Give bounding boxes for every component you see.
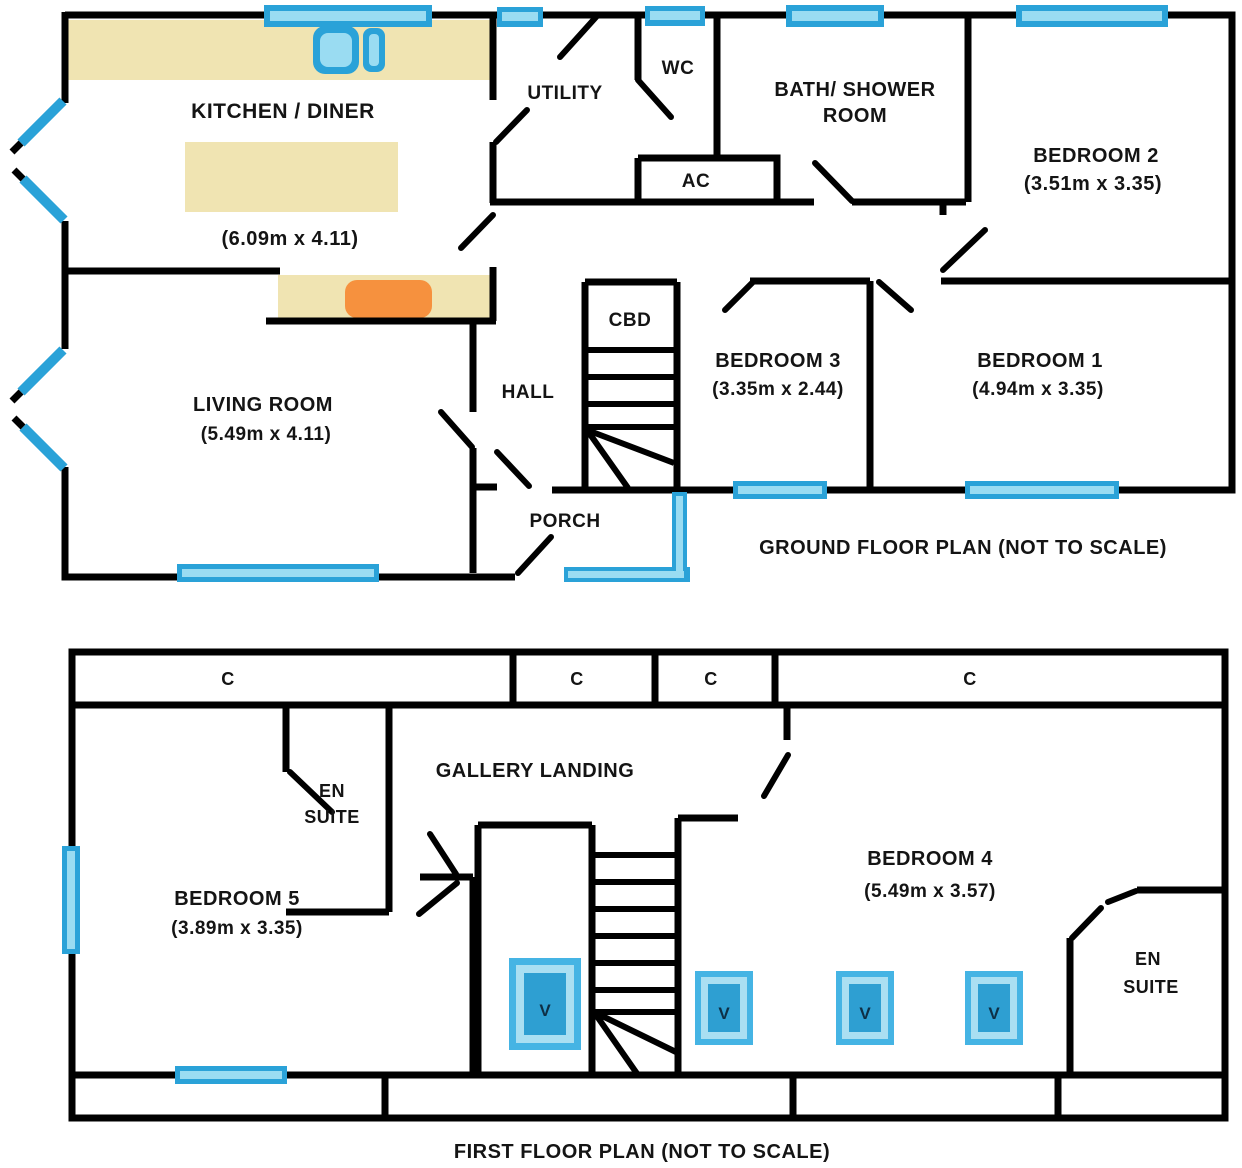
velux-window-1: V <box>509 958 581 1050</box>
stair-winders <box>584 427 676 490</box>
velux-window-4: V <box>965 971 1023 1045</box>
bedroom3-label: BEDROOM 3 <box>715 350 841 372</box>
ensuite4-label-line2: SUITE <box>1123 977 1179 997</box>
closet-label-1: C <box>221 669 235 689</box>
velux-label: V <box>859 1004 871 1023</box>
ground-floor: KITCHEN / DINER (6.09m x 4.11) UTILITY W… <box>9 5 1236 582</box>
utility-label: UTILITY <box>527 83 602 104</box>
velux-windows: V V V V <box>509 958 1023 1050</box>
bedroom4-dims: (5.49m x 3.57) <box>864 881 996 902</box>
ground-inner-walls <box>62 15 1232 573</box>
velux-label: V <box>988 1004 1000 1023</box>
first-staircase <box>591 852 678 1077</box>
first-stair-treads <box>592 852 678 1015</box>
kitchen-sink-icon <box>313 26 385 74</box>
first-floor: V V V V C C C C <box>62 648 1229 1163</box>
ensuite5-label-line1: EN <box>319 781 345 801</box>
first-floor-title: FIRST FLOOR PLAN (NOT TO SCALE) <box>454 1141 830 1163</box>
kitchen-bay-window <box>17 97 68 224</box>
living-room-label: LIVING ROOM <box>193 394 333 416</box>
kitchen-counters <box>68 20 493 319</box>
gallery-landing-label: GALLERY LANDING <box>436 760 635 782</box>
closet-label-2: C <box>570 669 584 689</box>
bedroom1-label: BEDROOM 1 <box>977 350 1103 372</box>
kitchen-island <box>185 142 398 212</box>
living-bay-window <box>17 346 68 472</box>
ensuite4-label-line1: EN <box>1135 949 1161 969</box>
ground-floor-title: GROUND FLOOR PLAN (NOT TO SCALE) <box>759 537 1167 559</box>
velux-label: V <box>539 1001 551 1020</box>
velux-label: V <box>718 1004 730 1023</box>
ground-outer-walls <box>61 11 1236 581</box>
bay-windows <box>9 97 68 472</box>
wc-label: WC <box>662 58 695 79</box>
living-room-dims: (5.49m x 4.11) <box>201 424 332 445</box>
ac-label: AC <box>682 171 710 192</box>
bath-label-line2: ROOM <box>823 105 887 127</box>
hall-label: HALL <box>502 382 555 403</box>
bedroom2-label: BEDROOM 2 <box>1033 145 1159 167</box>
ensuite5-label-line2: SUITE <box>304 807 360 827</box>
first-inner-walls <box>72 652 1225 1118</box>
bedroom4-label: BEDROOM 4 <box>867 848 993 870</box>
velux-window-2: V <box>695 971 753 1045</box>
first-windows <box>62 846 287 1084</box>
porch-label: PORCH <box>529 511 600 532</box>
kitchen-label: KITCHEN / DINER <box>191 100 375 123</box>
ground-door-leaves <box>438 13 988 576</box>
first-door-leaves <box>287 752 1139 941</box>
bath-label-line1: BATH/ SHOWER <box>774 79 935 101</box>
closet-label-4: C <box>963 669 977 689</box>
first-stair-winders <box>591 1009 678 1077</box>
bedroom2-dims: (3.51m x 3.35) <box>1024 173 1162 195</box>
ground-windows <box>177 5 1168 582</box>
closet-label-3: C <box>704 669 718 689</box>
hob-icon <box>345 280 432 318</box>
velux-window-3: V <box>836 971 894 1045</box>
bedroom5-label: BEDROOM 5 <box>174 888 300 910</box>
bedroom5-dims: (3.89m x 3.35) <box>171 918 303 939</box>
stair-treads <box>585 347 677 430</box>
cbd-label: CBD <box>609 310 652 331</box>
ground-staircase <box>581 278 681 490</box>
bedroom1-dims: (4.94m x 3.35) <box>972 379 1104 400</box>
kitchen-top-counter <box>68 20 490 80</box>
bedroom3-dims: (3.35m x 2.44) <box>712 379 844 400</box>
kitchen-dims: (6.09m x 4.11) <box>221 228 358 250</box>
